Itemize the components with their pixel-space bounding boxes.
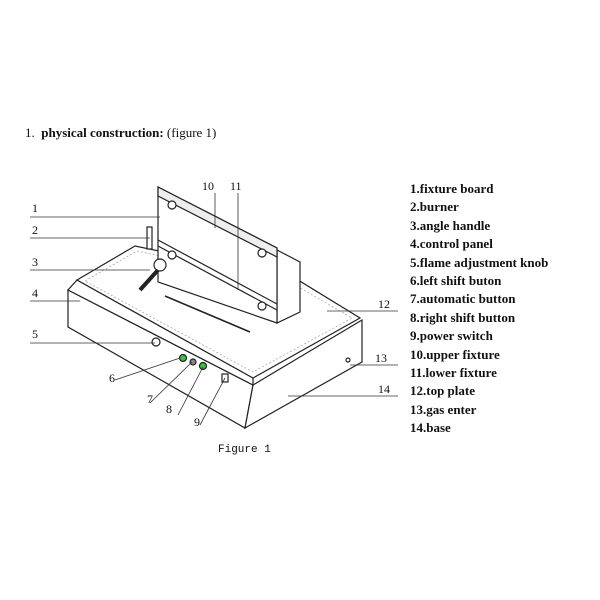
legend-item: 6.left shift buton	[410, 273, 502, 289]
callout-6: 6	[109, 371, 115, 385]
callout-8: 8	[166, 402, 172, 416]
legend-item: 10.upper fixture	[410, 346, 500, 362]
section-heading: 1. physical construction: (figure 1)	[25, 125, 216, 141]
legend-item: 11.lower fixture	[410, 365, 497, 381]
callout-1: 1	[32, 201, 38, 215]
callout-9: 9	[194, 415, 200, 429]
callout-10: 10	[202, 179, 214, 193]
base-right	[244, 318, 363, 430]
upper-fixture	[157, 186, 278, 258]
callout-12: 12	[378, 297, 390, 311]
automatic-button	[189, 358, 197, 366]
legend-item: 13.gas enter	[410, 401, 477, 417]
legend-item: 7.automatic button	[410, 291, 516, 307]
legend-item: 14.base	[410, 420, 451, 436]
legend-item: 1.fixture board	[410, 181, 494, 196]
callout-4: 4	[32, 286, 38, 300]
gas-inlet	[345, 357, 351, 363]
legend-item: 2.burner	[410, 199, 459, 215]
callout-5: 5	[32, 327, 38, 341]
fixture-stand	[276, 249, 301, 324]
flame-knob	[151, 337, 161, 347]
parts-legend: 1.fixture board 2.burner 3.angle handle …	[410, 180, 548, 438]
callout-numbers: 1 2 3 4 5 6 7 8 9 10 11 12 13 14	[32, 179, 390, 429]
heading-title: physical construction:	[41, 125, 164, 140]
callout-13: 13	[375, 351, 387, 365]
legend-item: 3.angle handle	[410, 217, 491, 233]
callout-2: 2	[32, 223, 38, 237]
legend-item: 9.power switch	[410, 328, 493, 344]
angle-handle	[153, 258, 167, 272]
callout-3: 3	[32, 255, 38, 269]
legend-item: 8.right shift button	[410, 309, 516, 325]
callout-11: 11	[230, 179, 242, 193]
legend-item: 12.top plate	[410, 383, 475, 399]
legend-item: 4.control panel	[410, 236, 493, 252]
callout-14: 14	[378, 382, 390, 396]
heading-reference: (figure 1)	[166, 125, 217, 140]
left-shift-button	[178, 353, 188, 363]
figure-caption: Figure 1	[218, 444, 271, 456]
leader-lines	[30, 193, 398, 426]
callout-7: 7	[147, 392, 153, 406]
device-drawing	[67, 186, 363, 430]
right-shift-button	[198, 361, 208, 371]
legend-item: 5.flame adjustment knob	[410, 254, 549, 270]
heading-number: 1.	[25, 125, 35, 140]
